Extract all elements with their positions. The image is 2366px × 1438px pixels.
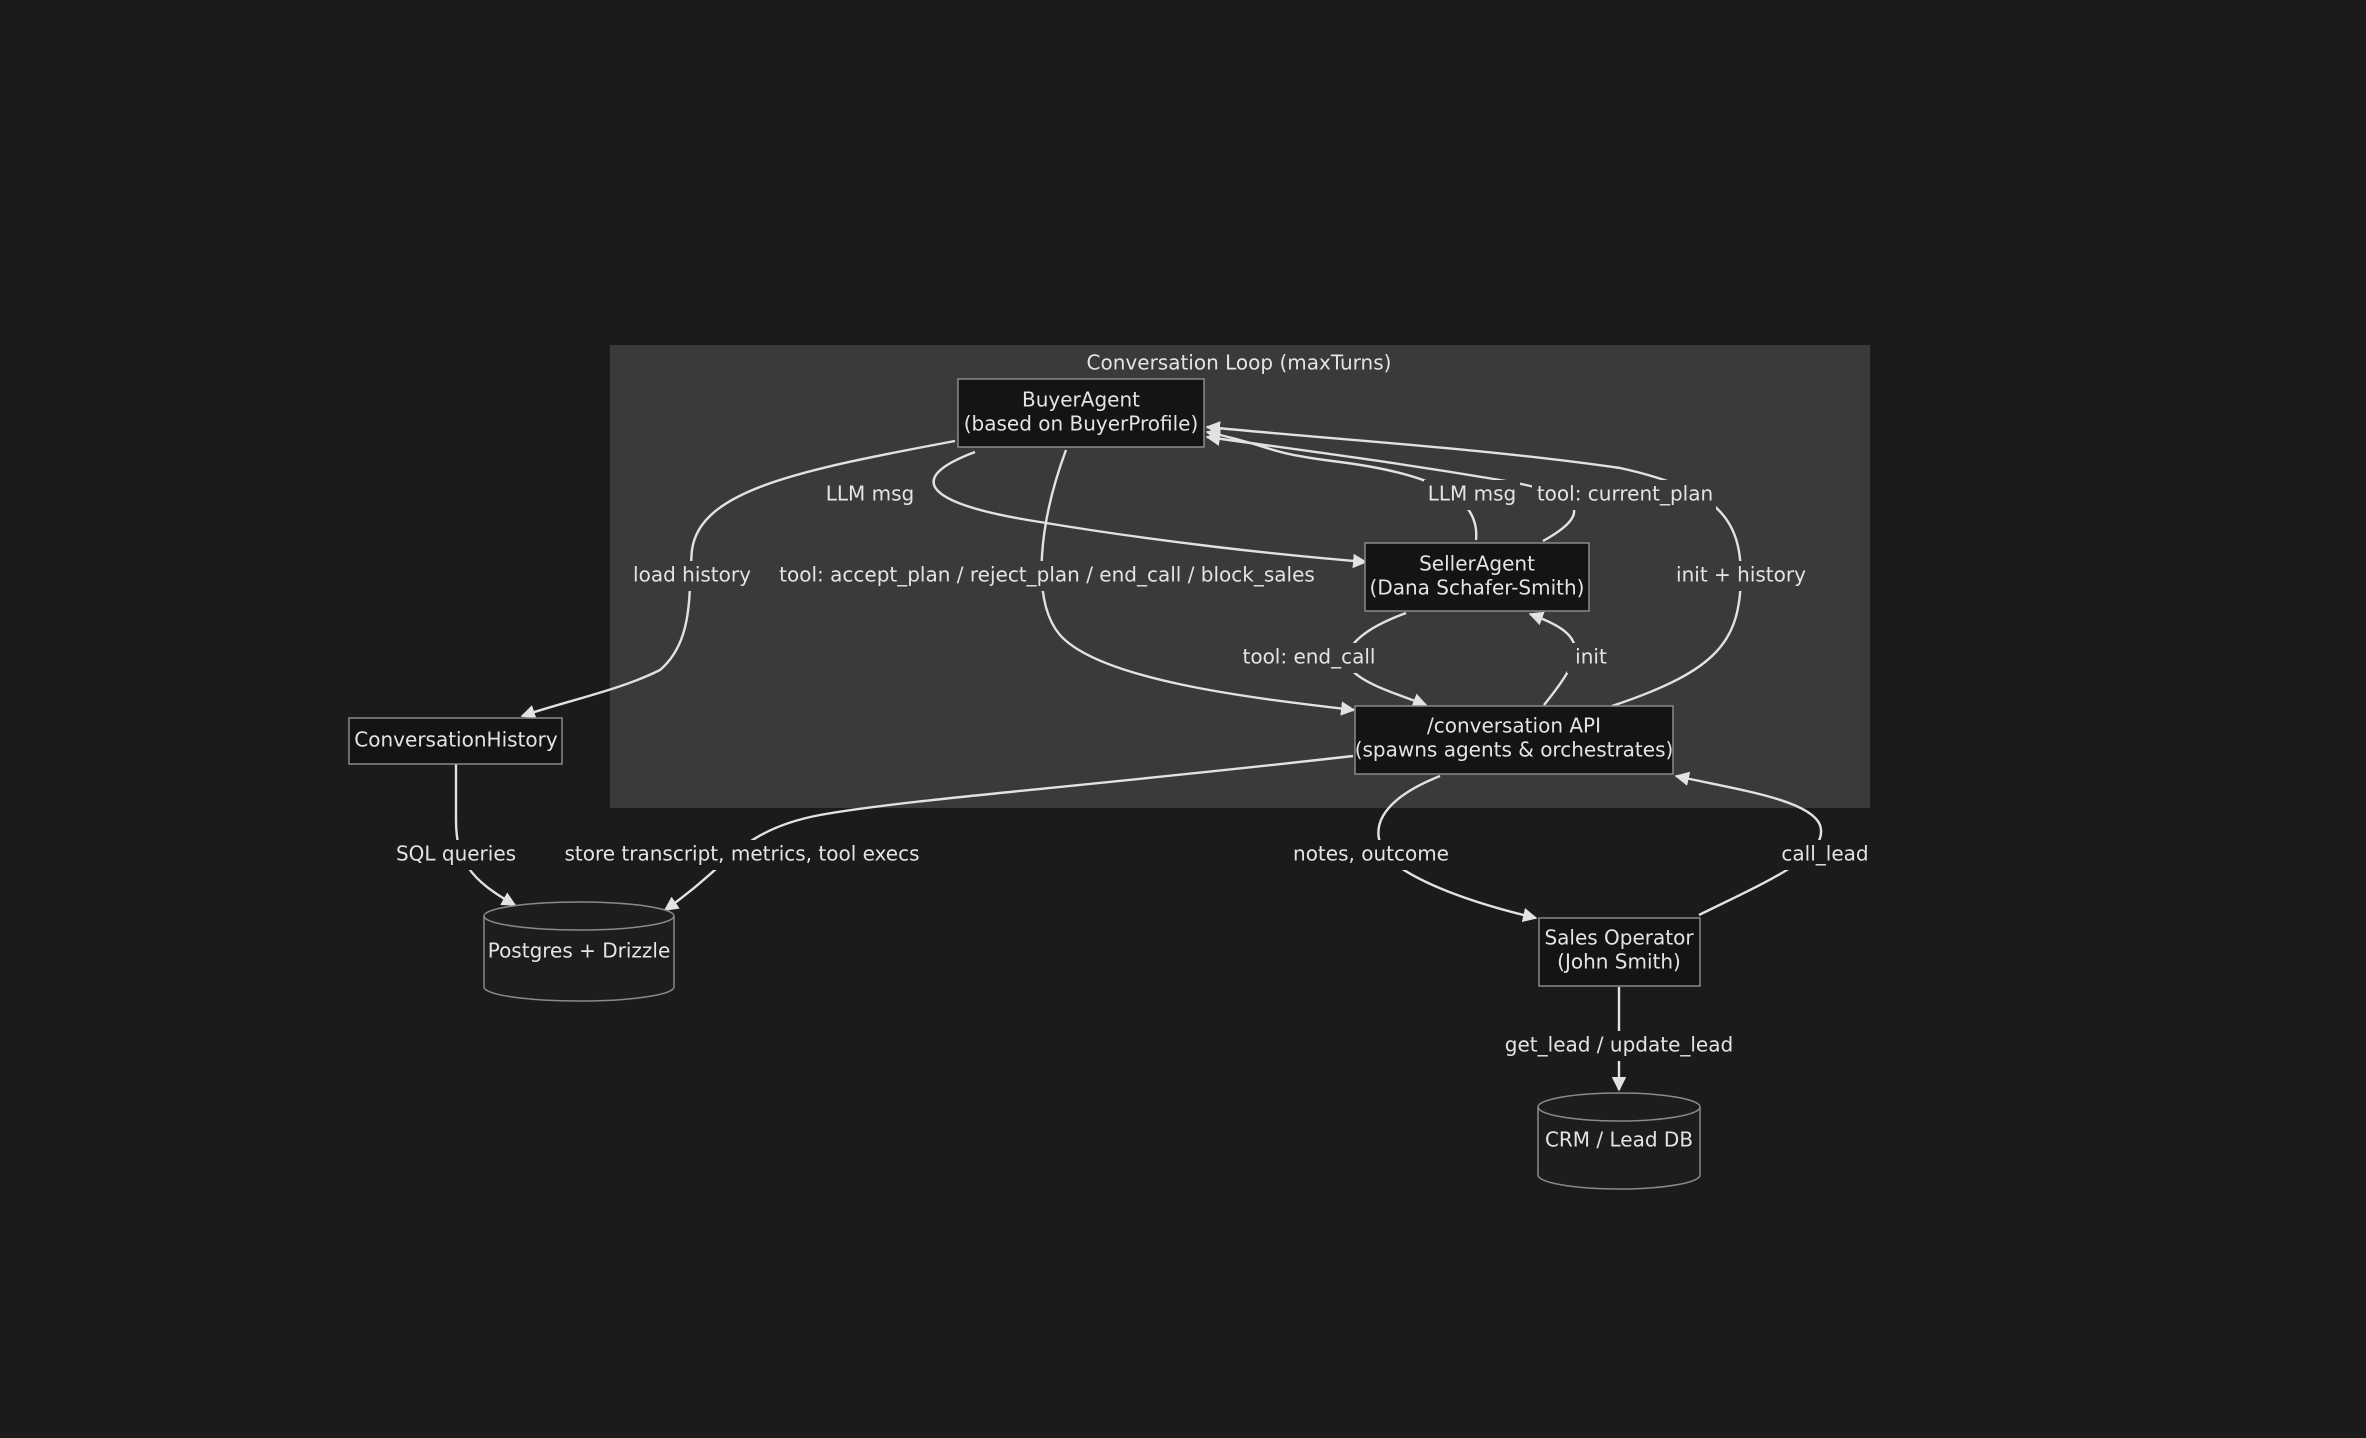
conversation-api-subtitle: (spawns agents & orchestrates) — [1355, 738, 1674, 762]
label-operator-to-api: call_lead — [1781, 842, 1868, 866]
cluster-label: Conversation Loop (maxTurns) — [1087, 351, 1392, 375]
edge-seller-tool-to-buyer — [1205, 431, 1576, 543]
label-seller-tool-to-buyer: tool: current_plan — [1537, 482, 1713, 506]
postgres-db-title: Postgres + Drizzle — [488, 939, 671, 963]
seller-agent-node: SellerAgent (Dana Schafer-Smith) — [1364, 542, 1590, 612]
label-history-to-postgres: SQL queries — [396, 842, 516, 866]
seller-agent-title: SellerAgent — [1419, 552, 1535, 576]
label-buyer-to-history: load history — [633, 563, 751, 587]
label-api-to-seller: init — [1575, 645, 1607, 669]
edge-history-to-postgres — [454, 764, 517, 907]
edge-operator-to-api — [1674, 771, 1823, 917]
label-operator-to-crm: get_lead / update_lead — [1505, 1033, 1733, 1057]
label-api-to-buyer: init + history — [1676, 563, 1806, 587]
sales-operator-title: Sales Operator — [1544, 926, 1694, 950]
buyer-agent-node: BuyerAgent (based on BuyerProfile) — [957, 378, 1205, 448]
edge-labels: LLM msg LLM msg tool: current_plan load … — [395, 480, 1874, 1061]
sales-operator-subtitle: (John Smith) — [1557, 950, 1681, 974]
conversation-history-node: ConversationHistory — [348, 717, 563, 765]
label-buyer-to-seller: LLM msg — [826, 482, 915, 506]
label-api-to-postgres: store transcript, metrics, tool execs — [564, 842, 919, 866]
label-seller-to-buyer: LLM msg — [1428, 482, 1517, 506]
label-buyer-tool-to-api: tool: accept_plan / reject_plan / end_ca… — [779, 563, 1315, 587]
buyer-agent-title: BuyerAgent — [1022, 388, 1140, 412]
label-api-to-operator: notes, outcome — [1293, 842, 1449, 866]
crm-db-node: CRM / Lead DB — [1537, 1092, 1701, 1190]
conversation-history-title: ConversationHistory — [354, 728, 558, 752]
edge-buyer-tool-to-api — [1040, 449, 1356, 716]
crm-db-title: CRM / Lead DB — [1545, 1128, 1693, 1152]
conversation-api-title: /conversation API — [1427, 714, 1601, 738]
buyer-agent-subtitle: (based on BuyerProfile) — [964, 412, 1199, 436]
label-seller-to-api: tool: end_call — [1242, 645, 1375, 669]
sales-operator-node: Sales Operator (John Smith) — [1538, 917, 1701, 987]
postgres-db-node: Postgres + Drizzle — [483, 901, 675, 1002]
conversation-api-node: /conversation API (spawns agents & orche… — [1354, 705, 1674, 775]
edge-buyer-to-seller — [932, 450, 1368, 569]
seller-agent-subtitle: (Dana Schafer-Smith) — [1370, 576, 1585, 600]
